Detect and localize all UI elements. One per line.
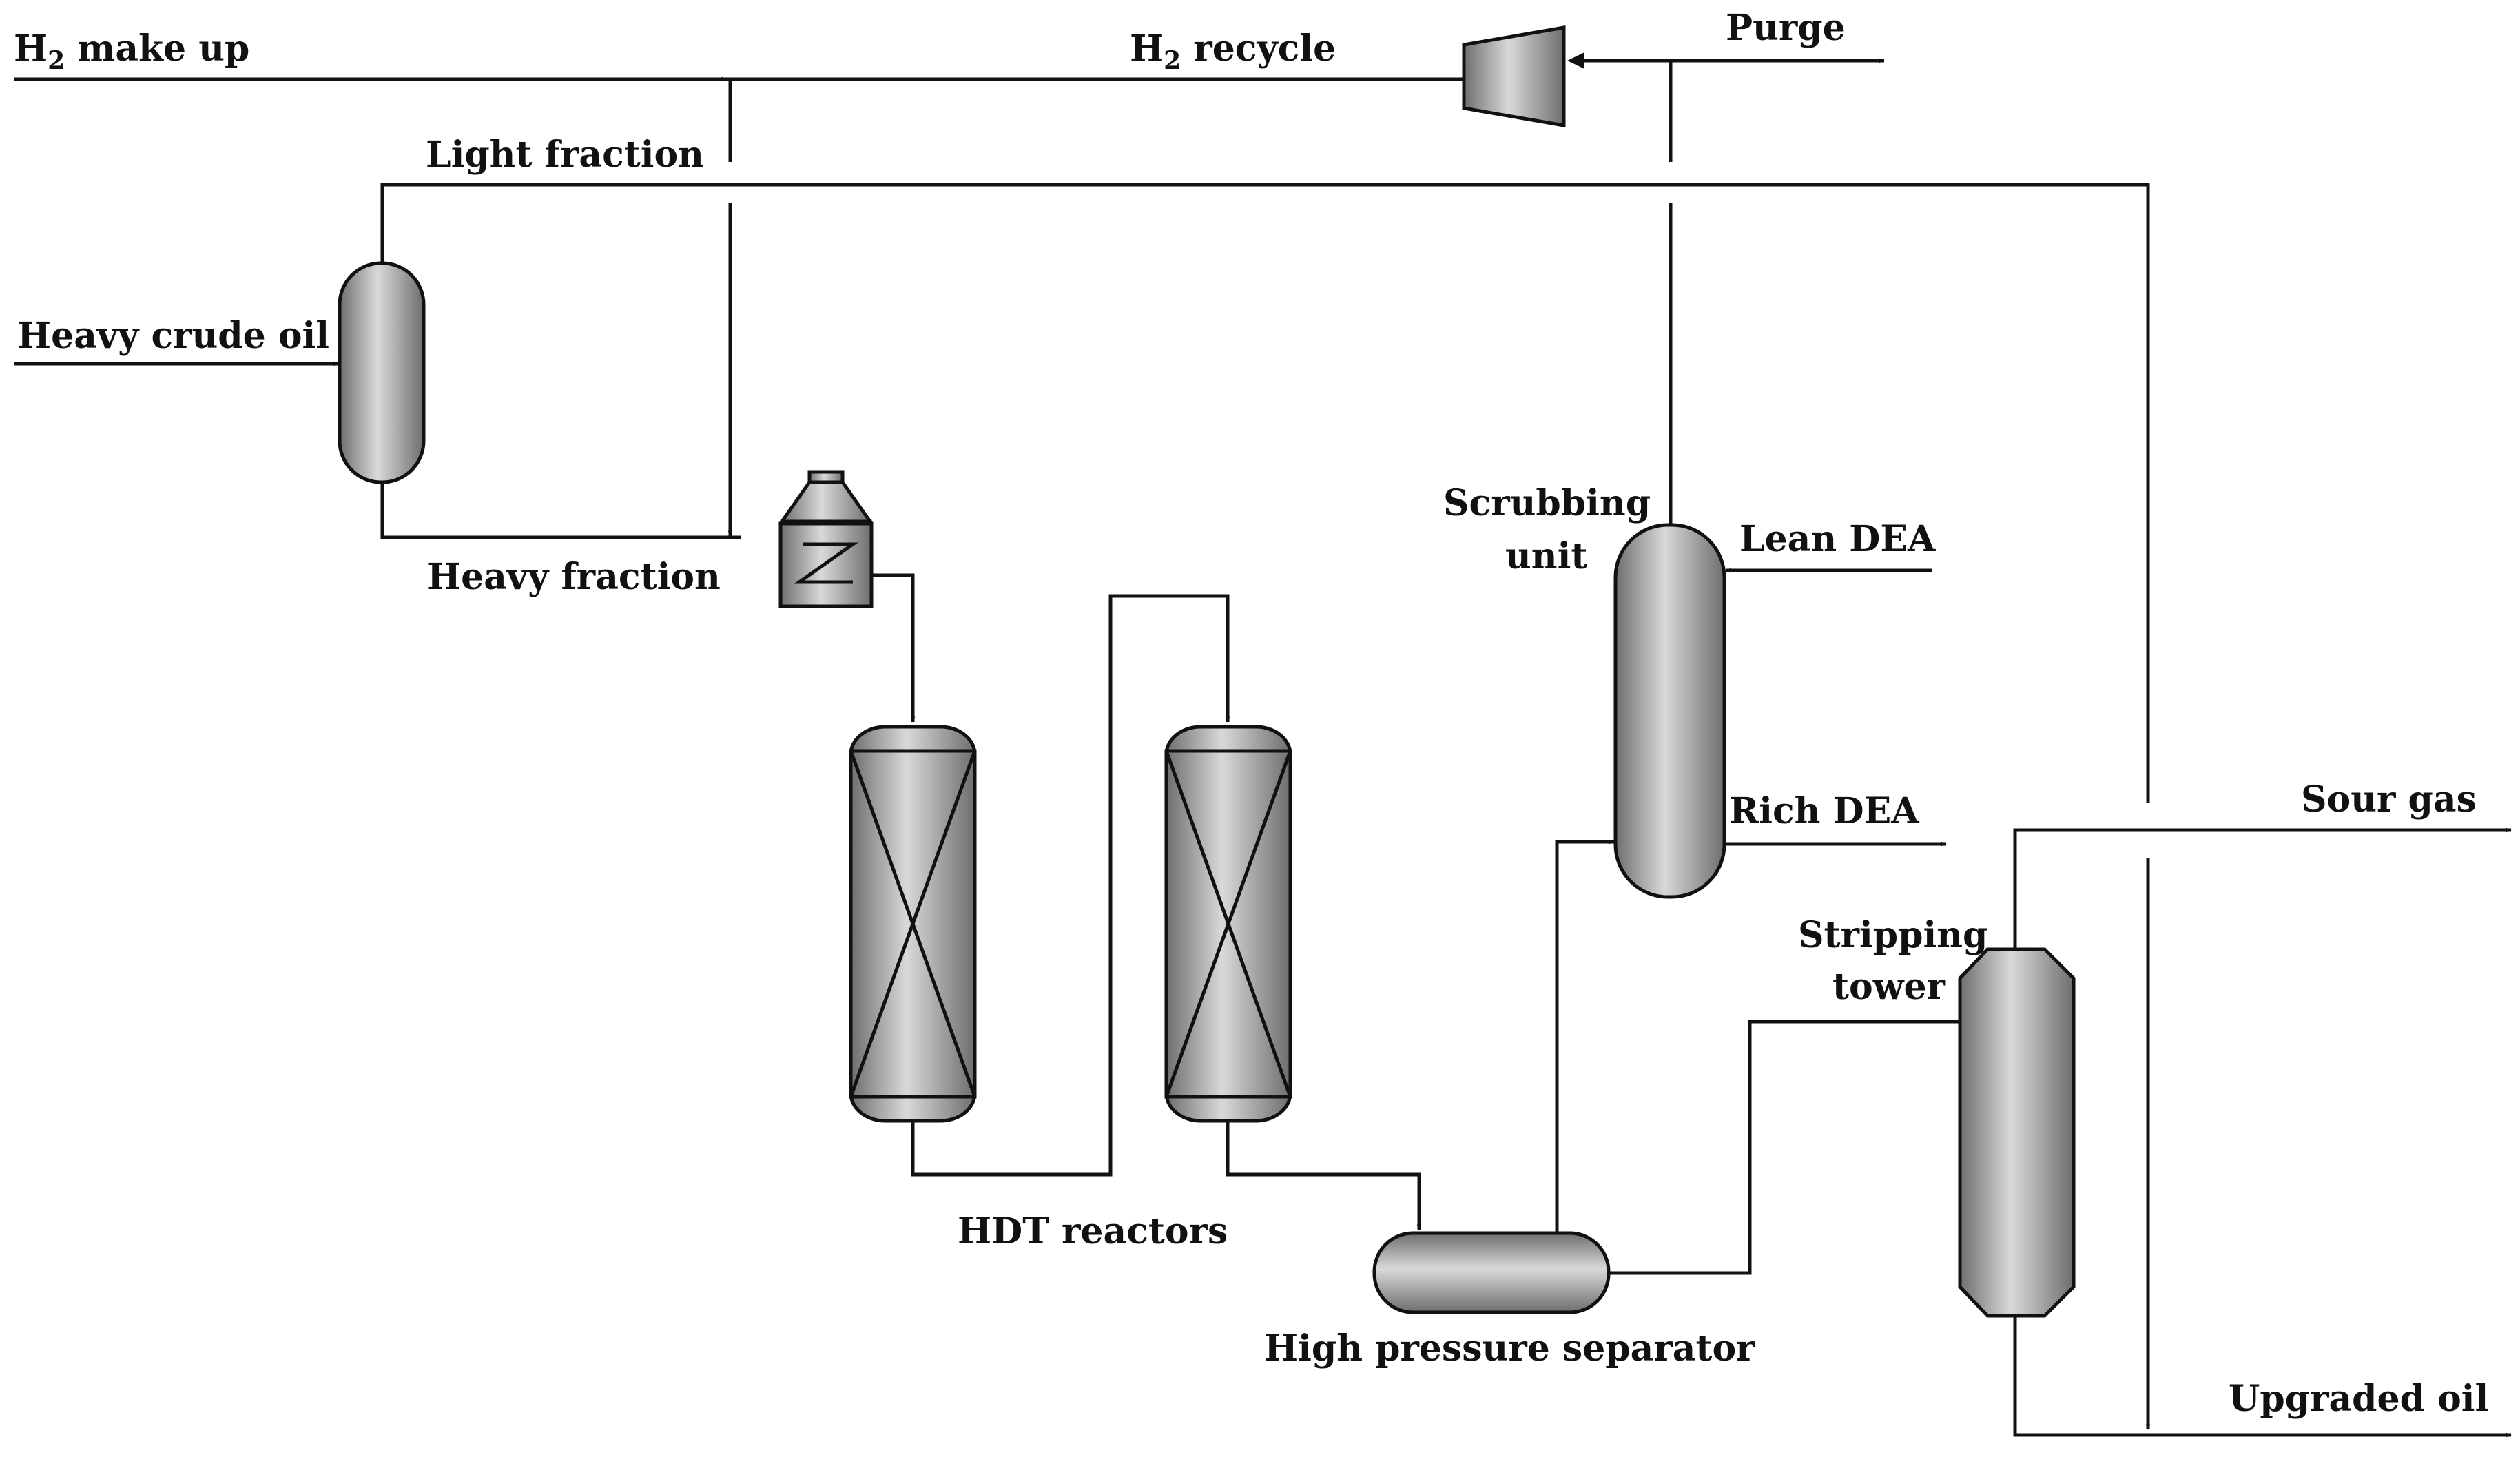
stream-sep-to-scrubber [1555,839,1615,1237]
label-purge: Purge [1726,7,1846,49]
label-scrubbing-unit-1: Scrubbing [1443,482,1651,524]
label-stripping-tower-2: tower [1832,966,1946,1008]
stream-heavy-fraction [380,482,741,539]
label-sour-gas: Sour gas [2301,778,2477,820]
recycle-compressor [1462,25,1566,127]
label-upgraded-oil: Upgraded oil [2229,1378,2488,1420]
stripping-tower [1958,947,2076,1318]
streams [14,52,2512,1438]
label-hdt-reactors: HDT reactors [958,1210,1228,1252]
label-h2-makeup: H2 make up [14,28,249,75]
stream-sep-to-stripper [1609,1019,1964,1275]
label-rich-dea: Rich DEA [1729,790,1919,832]
label-scrubbing-unit-2: unit [1505,535,1587,577]
label-heavy-fraction: Heavy fraction [427,556,721,598]
label-h2-recycle: H2 recycle [1130,28,1336,75]
label-heavy-crude-oil: Heavy crude oil [17,315,329,357]
arrow-into-compressor [1567,52,1584,69]
fired-heater [778,470,874,608]
stream-sour-gas [2013,827,2512,949]
label-stripping-tower-1: Stripping [1798,914,1987,956]
hdt-reactor-1 [849,725,977,1123]
equipment [338,25,2076,1318]
label-hp-separator: High pressure separator [1264,1327,1755,1370]
high-pressure-separator [1372,1231,1611,1314]
scrubbing-unit [1613,523,1726,899]
stream-light-fraction [380,183,2150,803]
label-light-fraction: Light fraction [426,134,704,176]
stream-r2-to-sep [1226,1122,1422,1230]
flash-column [338,261,426,484]
stream-upgraded-oil [2013,1316,2512,1438]
labels: H2 make up H2 recycle Purge Light fracti… [14,7,2488,1420]
label-lean-dea: Lean DEA [1739,518,1936,560]
hdt-reactor-2 [1164,725,1292,1123]
stream-r1-to-r2 [911,594,1230,1177]
